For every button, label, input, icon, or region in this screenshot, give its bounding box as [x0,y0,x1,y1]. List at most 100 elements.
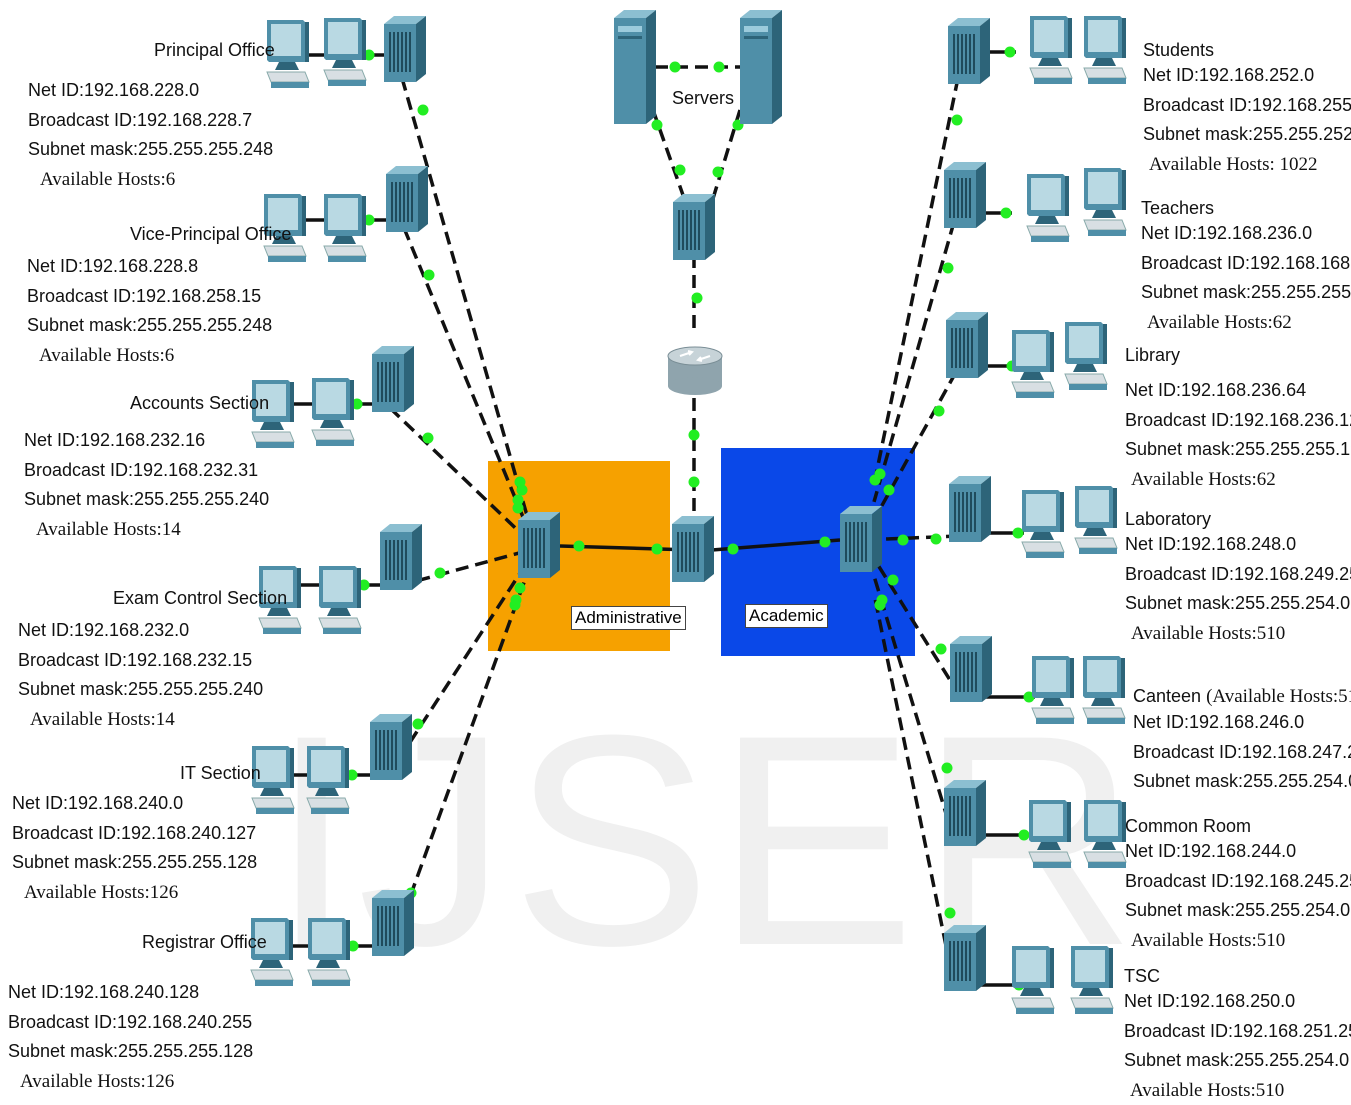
broadcast-id: Broadcast ID:192.168.240.127 [12,819,257,849]
available-hosts: Available Hosts:510 [1124,1076,1351,1105]
switch-icon[interactable] [370,714,414,780]
office-info: Net ID:192.168.228.0 Broadcast ID:192.16… [28,76,273,194]
pc-icon[interactable] [306,916,352,988]
office-label: TSC Net ID:192.168.250.0 Broadcast ID:19… [1124,966,1351,1105]
office-label: Common Room Net ID:192.168.244.0 Broadca… [1125,816,1351,955]
core-switch-icon[interactable] [672,516,716,582]
administrative-label: Administrative [571,606,686,630]
net-id: Net ID:192.168.250.0 [1124,987,1351,1017]
switch-icon[interactable] [948,18,992,84]
network-link [874,222,954,502]
pc-icon[interactable] [1063,320,1109,392]
switch-icon[interactable] [949,476,993,542]
office-label: Laboratory Net ID:192.168.248.0 Broadcas… [1125,509,1351,648]
office-info: Net ID:192.168.248.0 Broadcast ID:192.16… [1125,530,1351,648]
broadcast-id: Broadcast ID:192.168.247.255 [1133,738,1351,768]
link-status-dot [888,575,899,586]
link-status-dot [952,115,963,126]
office-info: Net ID:192.168.244.0 Broadcast ID:192.16… [1125,837,1351,955]
link-status-dot [931,534,942,545]
switch-icon[interactable] [944,162,988,228]
link-status-dot [884,485,895,496]
pc-icon[interactable] [1027,798,1073,870]
switch-icon[interactable] [372,346,416,412]
servers-label: Servers [672,88,734,109]
link-status-dot [424,270,435,281]
subnet-mask: Subnet mask:255.255.255.192 [1141,278,1351,308]
pc-icon[interactable] [1082,14,1128,86]
switch-icon[interactable] [384,16,428,82]
available-hosts: Available Hosts:6 [28,165,273,195]
network-link [390,408,530,542]
pc-icon[interactable] [322,192,368,264]
link-status-dot [692,293,703,304]
office-name: Accounts Section [130,393,269,414]
network-link [402,78,530,526]
network-link [404,228,530,534]
link-status-dot [510,600,521,611]
subnet-mask: Subnet mask:255.255.254.0 [1125,589,1351,619]
pc-icon[interactable] [1010,944,1056,1016]
link-status-dot [413,719,424,730]
net-id: Net ID:192.168.248.0 [1125,530,1351,560]
net-id: Net ID:192.168.236.64 [1125,376,1351,406]
network-link [874,559,960,696]
pc-icon[interactable] [1010,328,1056,400]
pc-icon[interactable] [1073,484,1119,556]
administrative-switch-icon[interactable] [518,512,562,578]
switch-icon[interactable] [944,780,988,846]
available-hosts: Available Hosts:14 [18,705,263,735]
available-hosts: Available Hosts:510 [1125,926,1351,956]
pc-icon[interactable] [1030,654,1076,726]
link-status-dot [943,263,954,274]
net-id: Net ID:192.168.236.0 [1141,219,1351,249]
net-id: Net ID:192.168.228.8 [27,252,272,282]
broadcast-id: Broadcast ID:192.168.232.31 [24,456,269,486]
office-name: Registrar Office [142,932,267,953]
pc-icon[interactable] [310,376,356,448]
pc-icon[interactable] [1028,14,1074,86]
academic-switch-icon[interactable] [840,506,884,572]
switch-icon[interactable] [372,890,416,956]
subnet-mask: Subnet mask:255.255.255.128 [12,848,257,878]
pc-icon[interactable] [1081,654,1127,726]
office-info: Net ID:192.168.240.128 Broadcast ID:192.… [8,978,253,1096]
office-info: Net ID:192.168.236.64 Broadcast ID:192.1… [1125,376,1351,494]
pc-icon[interactable] [317,564,363,636]
broadcast-id: Broadcast ID:192.168.255.255 [1143,91,1351,121]
office-info: Net ID:192.168.232.0 Broadcast ID:192.16… [18,616,263,734]
link-status-dot [942,763,953,774]
pc-icon[interactable] [1020,488,1066,560]
router-icon[interactable] [664,334,726,396]
office-name: IT Section [180,763,261,784]
server-icon[interactable] [614,10,656,124]
pc-icon[interactable] [1025,172,1071,244]
subnet-mask: Subnet mask:255.255.254.0 [1125,896,1351,926]
switch-icon[interactable] [950,636,994,702]
switch-icon[interactable] [944,925,988,991]
pc-icon[interactable] [1082,798,1128,870]
net-id: Net ID:192.168.228.0 [28,76,273,106]
pc-icon[interactable] [322,16,368,88]
switch-icon[interactable] [380,524,424,590]
broadcast-id: Broadcast ID:192.168.251.255 [1124,1017,1351,1047]
net-id: Net ID:192.168.232.0 [18,616,263,646]
switch-icon[interactable] [386,166,430,232]
link-status-dot [1001,208,1012,219]
pc-icon[interactable] [305,744,351,816]
network-link [874,372,956,520]
switch-icon[interactable] [946,312,990,378]
office-name: Canteen (Available Hosts:510) [1133,686,1351,708]
broadcast-id: Broadcast ID:192.168.232.15 [18,646,263,676]
server-icon[interactable] [740,10,782,124]
link-status-dot [898,535,909,546]
broadcast-id: Broadcast ID:192.168.168.63 [1141,249,1351,279]
server-switch-icon[interactable] [673,194,717,260]
net-id: Net ID:192.168.240.0 [12,789,257,819]
subnet-mask: Subnet mask:255.255.255.240 [18,675,263,705]
broadcast-id: Broadcast ID:192.168.245.255 [1125,867,1351,897]
link-status-dot [418,105,429,116]
pc-icon[interactable] [1069,944,1115,1016]
pc-icon[interactable] [1082,166,1128,238]
